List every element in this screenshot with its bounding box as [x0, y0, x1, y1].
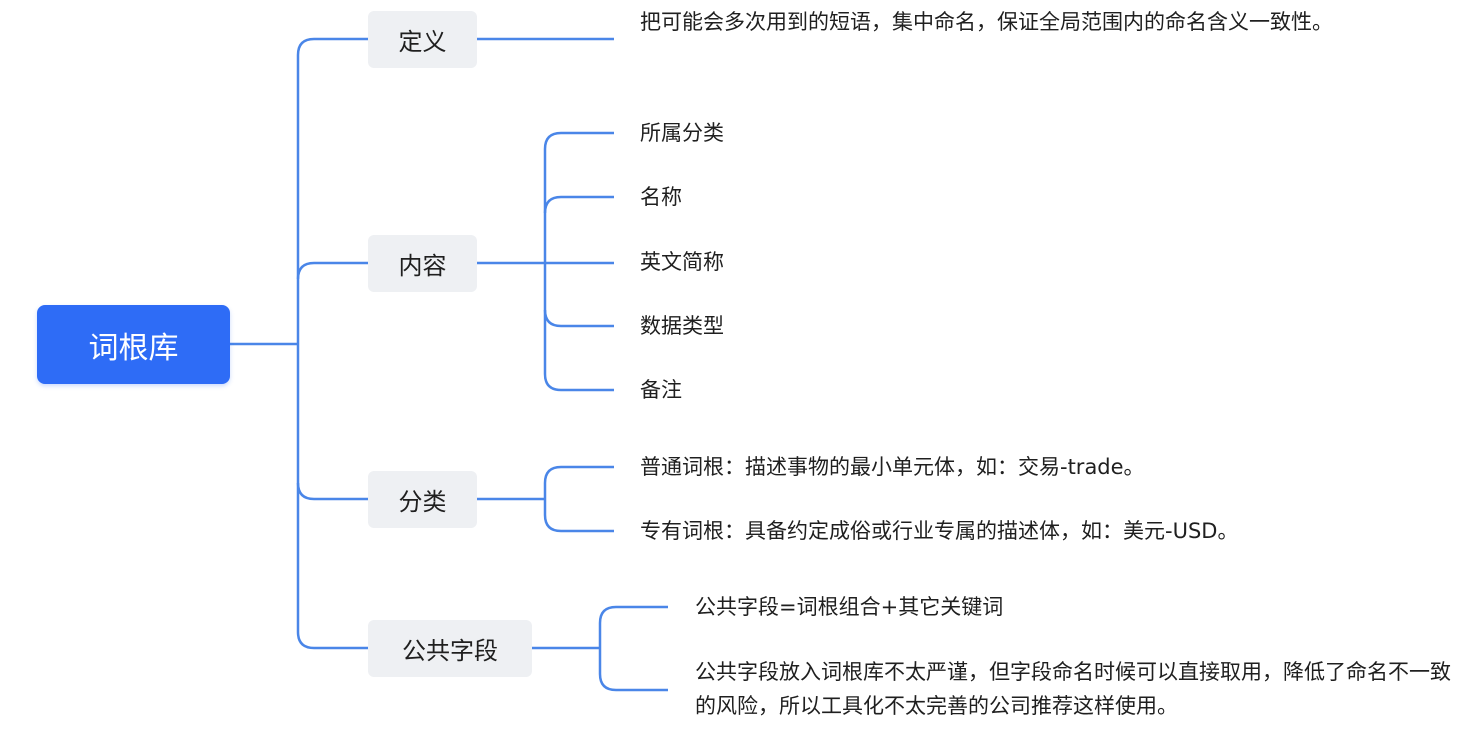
connector-root-spine [296, 37, 368, 650]
connector-content-leaf-4 [543, 309, 614, 328]
leaf-category-proper: 专有词根：具备约定成俗或行业专属的描述体，如：美元-USD。 [640, 519, 1239, 543]
leaf-category-common: 普通词根：描述事物的最小单元体，如：交易-trade。 [640, 455, 1145, 479]
branch-label: 分类 [398, 488, 447, 516]
branch-label: 定义 [398, 28, 447, 56]
leaf-content-category: 所属分类 [640, 121, 724, 145]
connector-public-field-spine [598, 605, 668, 692]
leaf-public-field-formula: 公共字段=词根组合+其它关键词 [695, 595, 1004, 619]
branch-content[interactable]: 内容 [368, 235, 477, 292]
leaf-public-field-note: 公共字段放入词根库不太严谨，但字段命名时候可以直接取用，降低了命名不一致的风险，… [695, 660, 1451, 718]
root-node[interactable]: 词根库 [37, 305, 230, 384]
connector-root-category [296, 482, 368, 501]
connector-content-leaf-2 [543, 195, 614, 214]
branch-label: 内容 [398, 252, 447, 280]
leaf-content-abbr: 英文简称 [640, 250, 724, 274]
connector-root-content [296, 261, 368, 280]
leaf-definition: 把可能会多次用到的短语，集中命名，保证全局范围内的命名含义一致性。 [640, 10, 1333, 34]
connector-category-spine [543, 465, 614, 533]
connector-content-spine [543, 131, 614, 392]
leaf-content-remark: 备注 [640, 378, 682, 402]
branch-definition[interactable]: 定义 [368, 11, 477, 68]
root-label: 词根库 [88, 330, 179, 366]
leaf-content-name: 名称 [640, 185, 682, 209]
branch-label: 公共字段 [402, 637, 498, 665]
branch-category[interactable]: 分类 [368, 471, 477, 528]
leaf-content-datatype: 数据类型 [640, 314, 724, 338]
branch-public-field[interactable]: 公共字段 [368, 620, 532, 677]
